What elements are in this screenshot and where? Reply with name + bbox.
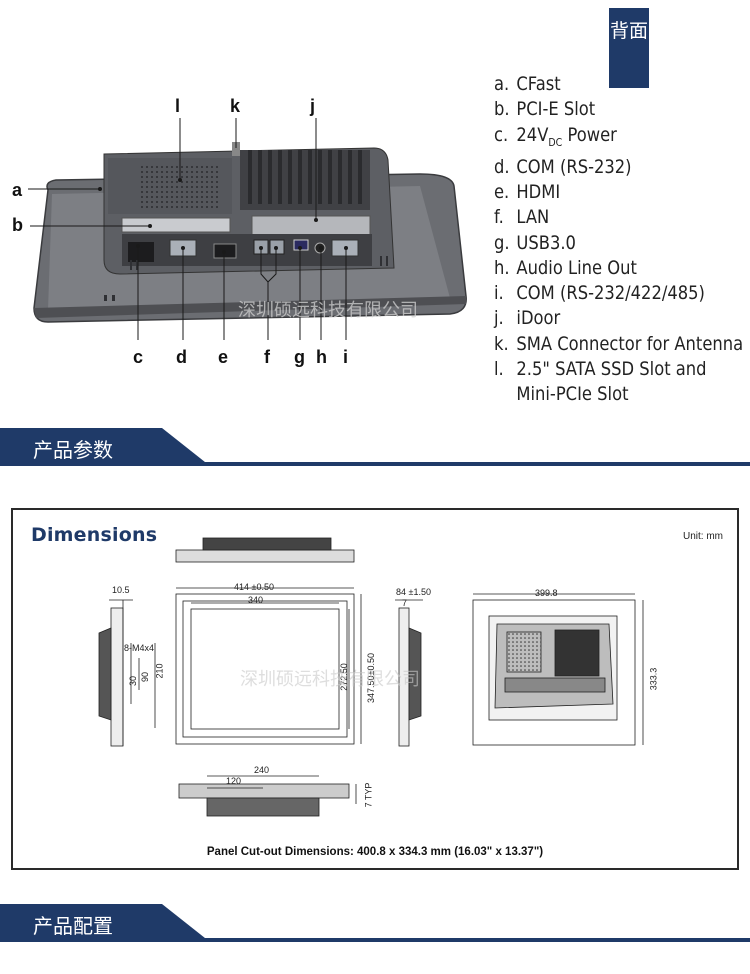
callout-a: a — [12, 180, 23, 200]
callout-j: j — [310, 96, 316, 116]
cutout-note: Panel Cut-out Dimensions: 400.8 x 334.3 … — [206, 846, 544, 858]
unit-label: Unit: mm — [683, 531, 723, 542]
callout-h: h — [316, 347, 327, 367]
rear-device-illustration — [28, 118, 467, 340]
callout-b: b — [12, 215, 23, 235]
callout-k: k — [230, 96, 241, 116]
watermark: 深圳硕远科技有限公司 — [238, 300, 418, 321]
dim-bottom-240: 240 — [254, 765, 270, 775]
callout-g: g — [294, 347, 305, 367]
dim-side2-depth: 84 ±1.50 — [396, 587, 431, 597]
list-item: f. LAN — [494, 206, 550, 229]
dim-90: 90 — [140, 671, 151, 683]
callout-i: i — [343, 347, 349, 367]
list-item: d. COM (RS-232) — [494, 155, 632, 178]
section-header-config: 产品配置 — [0, 904, 750, 948]
callout-d: d — [176, 347, 187, 367]
callout-f: f — [264, 347, 270, 367]
list-item: Mini-PCIe Slot — [516, 383, 629, 406]
list-item: l. 2.5" SATA SSD Slot and — [494, 358, 707, 381]
dim-front-width: 414 ±0.50 — [234, 582, 274, 592]
dim-side-depth: 10.5 — [112, 585, 130, 595]
watermark-dimensions: 深圳硕远科技有限公司 — [240, 669, 420, 690]
list-item: c. 24VDC Power — [494, 123, 617, 149]
section-header-specs: 产品参数 — [0, 428, 750, 472]
dim-vesa: 8-M4x4 — [124, 643, 155, 653]
dim-210: 210 — [154, 663, 165, 679]
list-item: j. iDoor — [494, 307, 561, 330]
list-item: k. SMA Connector for Antenna — [494, 332, 744, 355]
section-title: 产品参数 — [33, 438, 113, 462]
list-item: g. USB3.0 — [494, 231, 576, 254]
callout-e: e — [218, 347, 229, 367]
dim-30: 30 — [128, 675, 139, 687]
callout-c: c — [133, 347, 144, 367]
callout-l: l — [175, 96, 181, 116]
dimensions-title: Dimensions — [31, 524, 158, 546]
list-item: b. PCI-E Slot — [494, 98, 596, 121]
section-title: 产品配置 — [33, 914, 113, 938]
dim-rear-height: 333.3 — [648, 667, 659, 691]
dimension-drawings — [98, 537, 644, 817]
list-item: a. CFast — [494, 73, 561, 95]
dim-bottom-120: 120 — [226, 776, 242, 786]
list-item: i. COM (RS-232/422/485) — [494, 282, 705, 305]
dim-rear-width: 399.8 — [535, 588, 558, 598]
dim-front-inner-width: 340 — [248, 595, 264, 605]
back-view-tag: 背面 — [609, 8, 649, 88]
dimensions-drawing-frame — [11, 508, 739, 870]
dim-bottom-typ: 7 TYP — [363, 782, 374, 808]
list-item: e. HDMI — [494, 180, 561, 203]
list-item: h. Audio Line Out — [494, 256, 637, 279]
dim-side2-7: 7 — [402, 598, 408, 608]
feature-list: a. CFast b. PCI-E Slot c. 24VDC Power d.… — [494, 72, 743, 408]
